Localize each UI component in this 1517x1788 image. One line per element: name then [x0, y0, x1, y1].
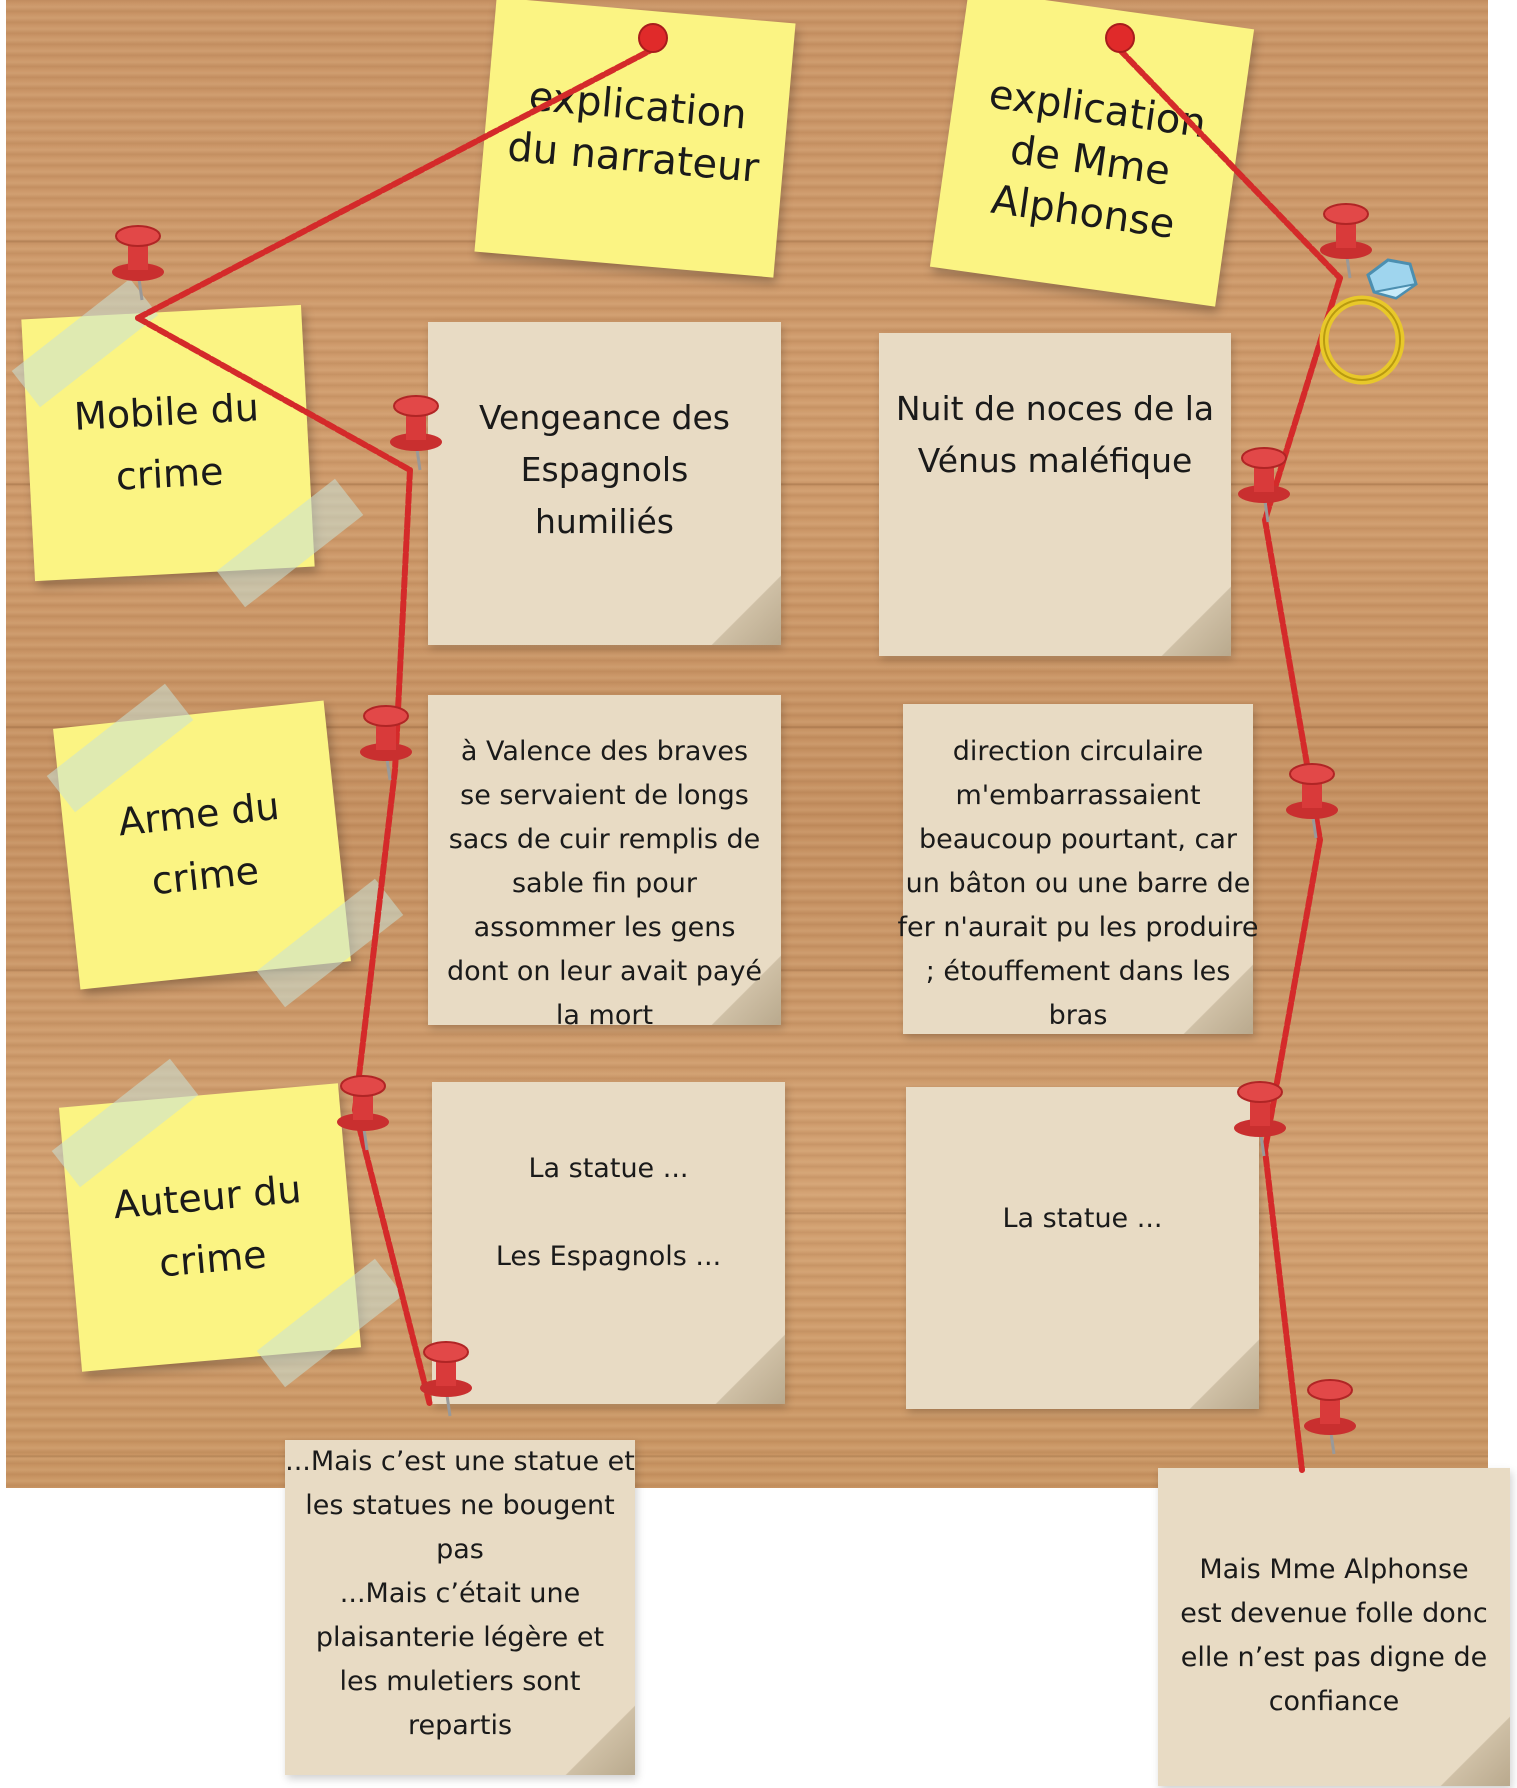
note-auteur-du-crime-text: Auteur du crime [111, 1166, 304, 1285]
note-objection-narrateur-text: ...Mais c’est une statue et les statues … [285, 1446, 635, 1741]
note-explication-alphonse: explication de Mme Alphonse [929, 0, 1255, 307]
pushpin-icon [420, 1341, 472, 1417]
cell-arme-alphonse-text: direction circulaire m'embarrassaient be… [897, 736, 1259, 1031]
diamond-ring-icon [1319, 258, 1418, 385]
note-objection-alphonse: Mais Mme Alphonse est devenue folle donc… [1158, 1468, 1510, 1786]
cell-mobile-alphonse-text: Nuit de noces de la Vénus maléfique [895, 389, 1215, 480]
pushpin-head-icon [1105, 23, 1135, 53]
cell-auteur-narrateur-text: La statue ... Les Espagnols ... [495, 1153, 722, 1272]
cell-auteur-alphonse: La statue ... [906, 1087, 1259, 1409]
note-arme-du-crime-text: Arme du crime [116, 783, 282, 904]
cell-arme-narrateur: à Valence des braves se servaient de lon… [428, 695, 781, 1031]
note-mobile-du-crime-text: Mobile du crime [72, 385, 260, 499]
note-objection-narrateur: ...Mais c’est une statue et les statues … [285, 1440, 635, 1775]
pushpin-icon [1234, 1081, 1286, 1157]
pushpin-icon [1286, 763, 1338, 839]
note-explication-narrateur-text: explication du narrateur [505, 73, 761, 192]
cell-auteur-alphonse-text: La statue ... [1002, 1203, 1163, 1234]
pushpin-icon [112, 225, 164, 301]
cell-mobile-narrateur: Vengeance des Espagnols humiliés [428, 322, 781, 645]
pushpin-head-icon [638, 23, 668, 53]
cell-arme-alphonse: direction circulaire m'embarrassaient be… [898, 704, 1258, 1034]
pushpin-icon [1238, 447, 1290, 523]
pushpin-icon [390, 395, 442, 471]
cell-arme-narrateur-text: à Valence des braves se servaient de lon… [446, 736, 763, 1031]
cell-auteur-narrateur: La statue ... Les Espagnols ... [432, 1082, 785, 1404]
pushpin-icon [360, 705, 412, 781]
note-explication-alphonse-text: explication de Mme Alphonse [986, 71, 1209, 248]
cell-mobile-narrateur-text: Vengeance des Espagnols humiliés [479, 398, 730, 541]
note-objection-alphonse-text: Mais Mme Alphonse est devenue folle donc… [1180, 1554, 1488, 1717]
pushpin-icon [337, 1075, 389, 1151]
cell-mobile-alphonse: Nuit de noces de la Vénus maléfique [879, 333, 1231, 656]
pushpin-icon [1304, 1379, 1356, 1455]
